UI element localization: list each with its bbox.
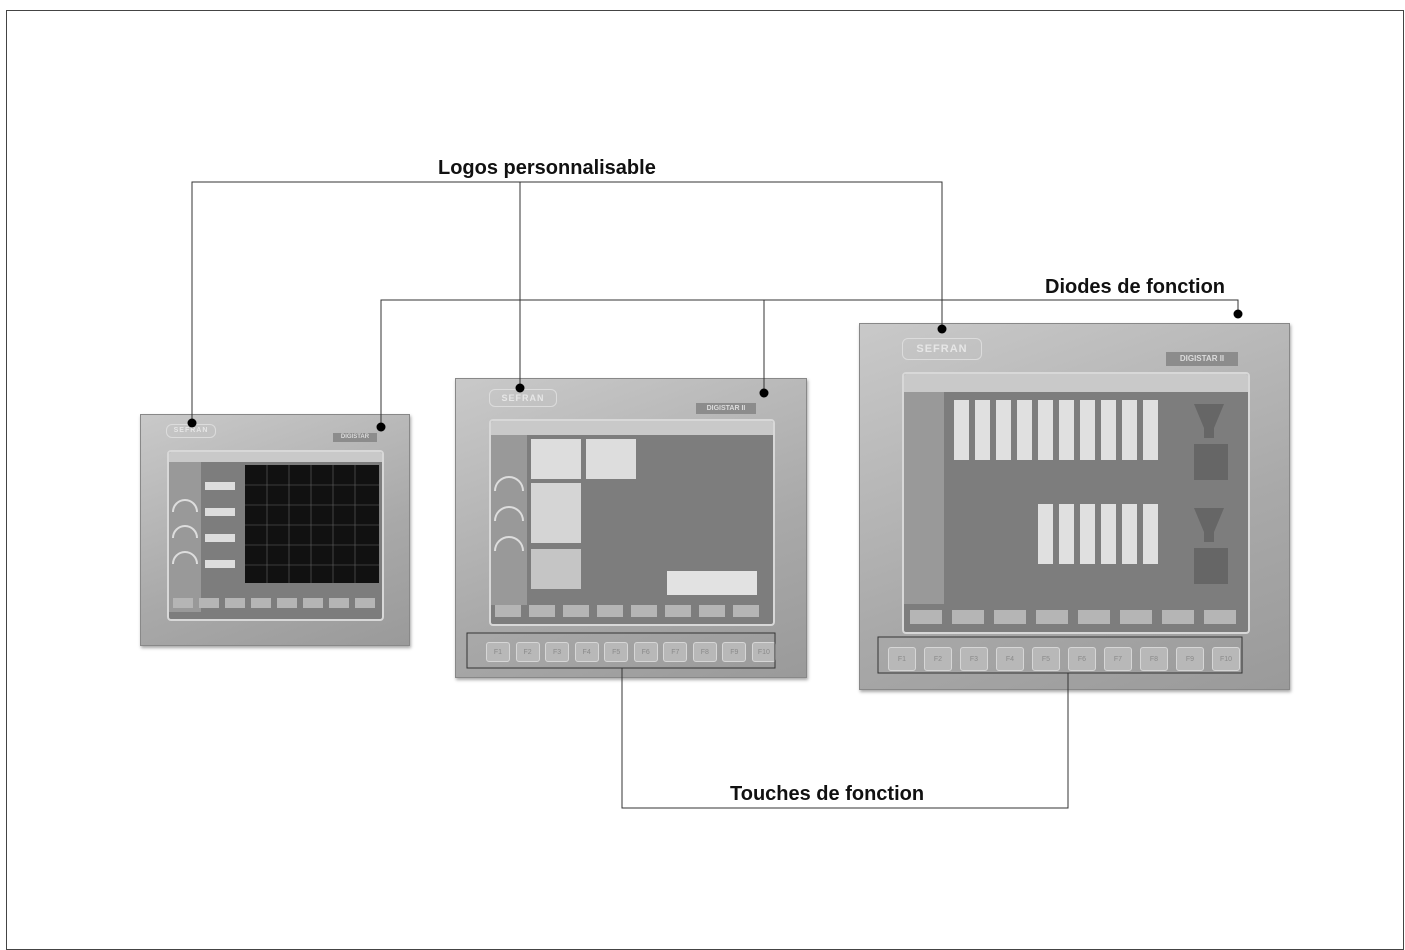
- device-small: SEFRAN DIGISTAR: [140, 414, 410, 646]
- touches-leader: [621, 668, 1069, 809]
- function-key[interactable]: F6: [633, 642, 658, 662]
- logo-dot-large: [937, 324, 947, 334]
- screen-content: [169, 452, 382, 612]
- function-key[interactable]: F6: [1068, 647, 1096, 671]
- diodes-leader: [380, 299, 1239, 426]
- device-brand: DIGISTAR II: [696, 403, 756, 414]
- logo-dot-medium: [515, 383, 525, 393]
- function-key[interactable]: F2: [515, 642, 540, 662]
- function-key[interactable]: F7: [1104, 647, 1132, 671]
- diode-dot-medium: [759, 388, 769, 398]
- function-key-row: F1 F2 F3 F4 F5 F6 F7 F8 F9 F10: [486, 642, 776, 662]
- diode-dot-small: [376, 422, 386, 432]
- function-key[interactable]: F8: [1140, 647, 1168, 671]
- screen-content: [904, 374, 1248, 624]
- function-key[interactable]: F9: [722, 642, 747, 662]
- function-key[interactable]: F9: [1176, 647, 1204, 671]
- device-brand: DIGISTAR II: [1166, 352, 1238, 366]
- function-key[interactable]: F1: [888, 647, 916, 671]
- touches-bracket-medium: [466, 632, 776, 669]
- function-key[interactable]: F10: [1212, 647, 1240, 671]
- function-key[interactable]: F3: [960, 647, 988, 671]
- function-key[interactable]: F8: [692, 642, 717, 662]
- diodes-label: Diodes de fonction: [1045, 276, 1225, 298]
- function-key[interactable]: F7: [663, 642, 688, 662]
- function-key[interactable]: F3: [545, 642, 570, 662]
- device-brand: DIGISTAR: [333, 433, 377, 442]
- function-key[interactable]: F5: [604, 642, 629, 662]
- device-large: SEFRAN DIGISTAR II: [859, 323, 1290, 690]
- logo-dot-small: [187, 418, 197, 428]
- device-logo: SEFRAN: [902, 338, 982, 360]
- function-key[interactable]: F2: [924, 647, 952, 671]
- function-key[interactable]: F4: [574, 642, 599, 662]
- function-key[interactable]: F1: [486, 642, 510, 662]
- device-screen: [167, 450, 384, 621]
- device-medium: SEFRAN DIGISTAR II F1 F2 F3 F4 F5 F6 F7 …: [455, 378, 807, 678]
- device-screen: [902, 372, 1250, 634]
- function-key-row: F1 F2 F3 F4 F5 F6 F7 F8 F9 F10: [888, 647, 1240, 671]
- screen-content: [491, 421, 773, 617]
- device-screen: [489, 419, 775, 626]
- logos-label: Logos personnalisable: [438, 157, 656, 179]
- function-key[interactable]: F5: [1032, 647, 1060, 671]
- logos-leader: [191, 181, 943, 422]
- function-key[interactable]: F4: [996, 647, 1024, 671]
- touches-label: Touches de fonction: [730, 783, 925, 805]
- touches-bracket-large: [877, 636, 1243, 674]
- diode-dot-large: [1233, 309, 1243, 319]
